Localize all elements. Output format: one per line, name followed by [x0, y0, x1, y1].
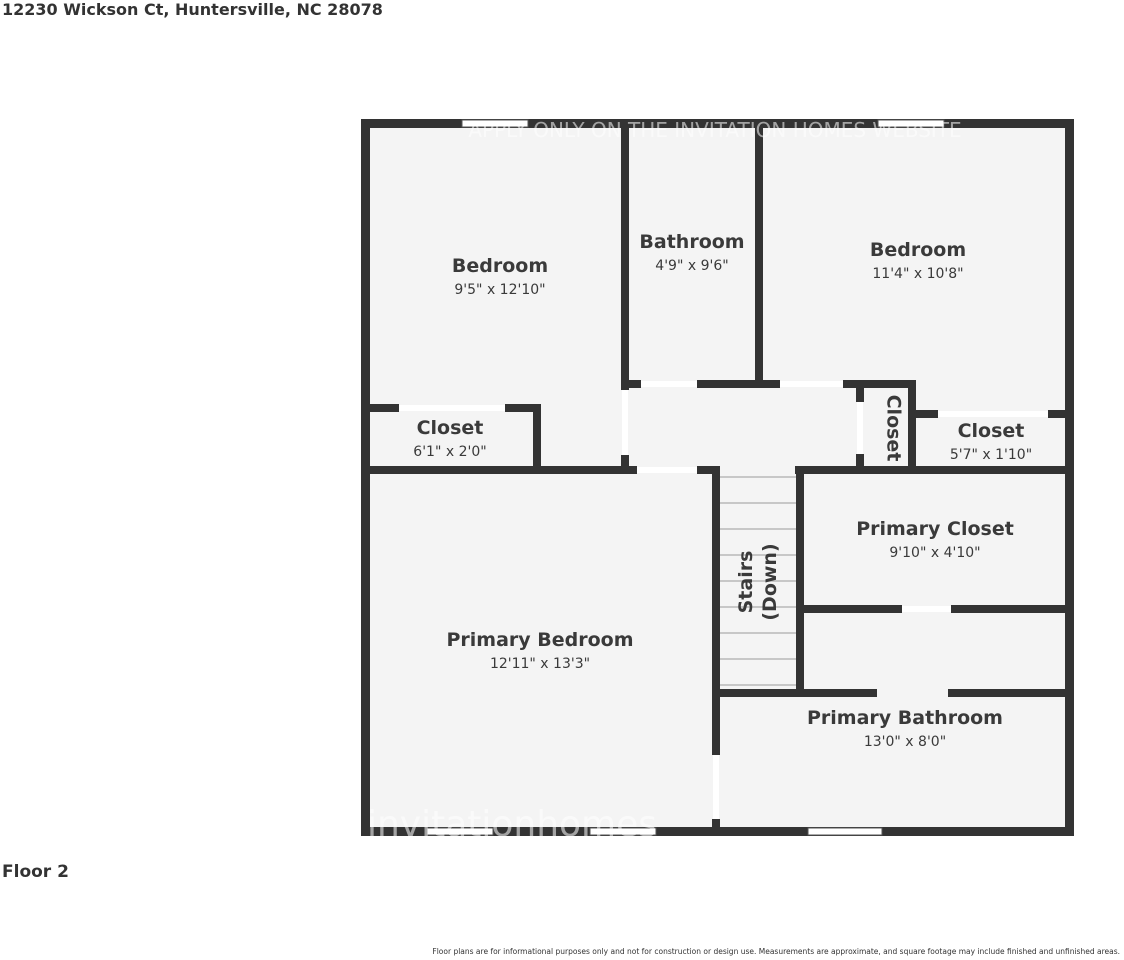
- stair-treads: [720, 476, 796, 686]
- room-name-primary-bathroom: Primary Bathroom: [807, 707, 1003, 729]
- disclaimer: Floor plans are for informational purpos…: [432, 947, 1120, 956]
- room-dims-primary-closet: 9'10" x 4'10": [889, 545, 980, 561]
- watermark-bottom: invitationhomes: [367, 804, 657, 845]
- room-name-bedroom-left: Bedroom: [452, 255, 548, 277]
- room-name-stairs: Stairs: [735, 551, 757, 614]
- room-name-primary-bedroom: Primary Bedroom: [446, 629, 633, 651]
- room-name-primary-closet: Primary Closet: [856, 518, 1014, 540]
- room-name-bathroom: Bathroom: [639, 231, 744, 253]
- room-dims-primary-bathroom: 13'0" x 8'0": [864, 734, 946, 750]
- room-dims-closet-left: 6'1" x 2'0": [413, 444, 486, 460]
- room-dims-closet-right: 5'7" x 1'10": [950, 447, 1032, 463]
- room-sub-stairs: (Down): [759, 543, 781, 620]
- room-dims-bathroom: 4'9" x 9'6": [655, 258, 728, 274]
- room-name-closet-left: Closet: [417, 417, 484, 439]
- room-name-bedroom-right: Bedroom: [870, 239, 966, 261]
- watermark-top: APPLY ONLY ON THE INVITATION HOMES WEBSI…: [468, 118, 961, 142]
- room-dims-bedroom-right: 11'4" x 10'8": [872, 266, 963, 282]
- room-dims-bedroom-left: 9'5" x 12'10": [454, 282, 545, 298]
- room-name-closet-mid: Closet: [883, 395, 905, 462]
- room-name-closet-right: Closet: [958, 420, 1025, 442]
- walls: [361, 119, 1074, 836]
- stairs-label: Stairs (Down): [735, 543, 781, 620]
- floor-label: Floor 2: [2, 862, 69, 882]
- room-dims-primary-bedroom: 12'11" x 13'3": [490, 656, 590, 672]
- door-openings: [399, 381, 1048, 819]
- property-address: 12230 Wickson Ct, Huntersville, NC 28078: [2, 0, 383, 19]
- windows: [426, 119, 945, 836]
